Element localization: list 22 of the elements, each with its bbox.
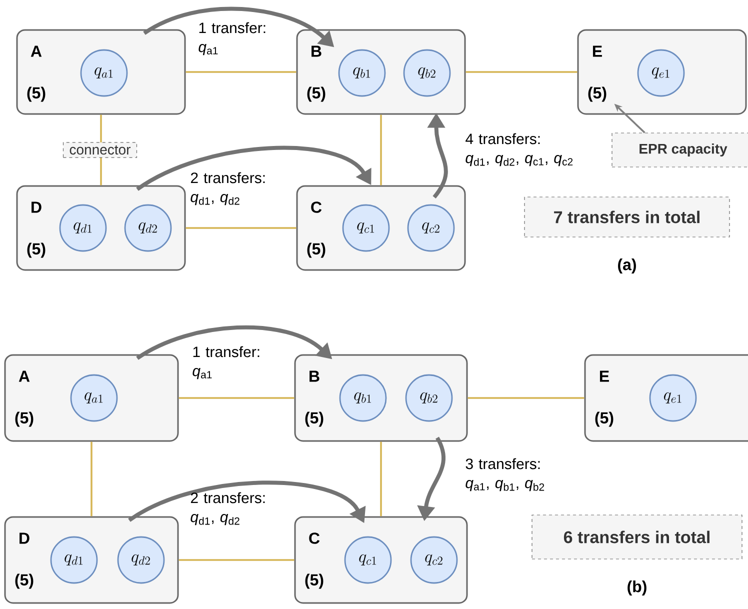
connector-line <box>380 442 382 516</box>
note-box: EPR capacity <box>612 132 748 168</box>
connector-line <box>468 397 584 399</box>
connector-line <box>380 114 382 186</box>
panel-label: (b) <box>628 580 646 596</box>
connector-tag: connector <box>62 142 138 158</box>
connector-line <box>90 442 92 516</box>
connector-line <box>186 71 296 73</box>
edge-label: 4 transfers: q$_{d1}$, q$_{d2}$, q$_{c1}$, q$_{c2}$ <box>466 133 573 166</box>
transfer-arrow <box>136 146 372 191</box>
edge-label: 1 transfer: q$_{a1}$ <box>192 346 260 380</box>
connector-line <box>186 227 296 229</box>
edge-label: 2 transfers: q$_{d1}$, q$_{d2}$ <box>190 492 265 526</box>
panel-label: (a) <box>618 258 636 274</box>
edge-label: 2 transfers: q$_{d1}$, q$_{d2}$ <box>190 172 265 206</box>
connector-line <box>178 559 294 561</box>
connector-line <box>178 397 294 399</box>
total-box: 7 transfers in total <box>524 196 730 238</box>
edge-label: 3 transfers: q$_{a1}$, q$_{b1}$, q$_{b2}$ <box>466 458 544 492</box>
total-box: 6 transfers in total <box>532 514 742 560</box>
connector-line <box>466 71 578 73</box>
edge-label: 1 transfer: q$_{a1}$ <box>198 22 266 56</box>
